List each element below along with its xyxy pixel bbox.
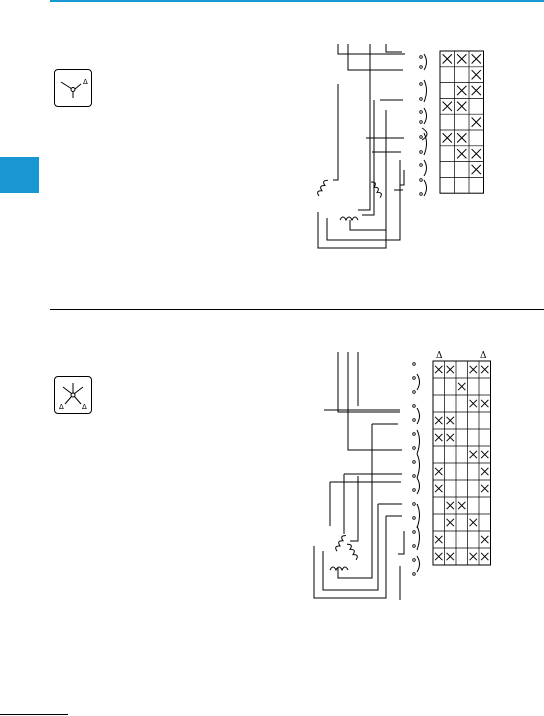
- contact-closed-mark: [481, 400, 488, 407]
- contact-closed-mark: [472, 149, 481, 158]
- contact-closed-mark: [435, 468, 442, 475]
- contact-closed-mark: [447, 502, 454, 509]
- contact-closed-mark: [470, 451, 477, 458]
- header-delta-left: Δ: [436, 351, 443, 361]
- contact-closed-mark: [435, 485, 442, 492]
- switch-contacts-1: [420, 56, 423, 196]
- contact-closed-mark: [472, 117, 481, 126]
- switch-contacts-2: [413, 363, 416, 576]
- star-delta-switch-symbol: Δ Δ: [54, 376, 92, 414]
- contact-closed-mark: [435, 553, 442, 560]
- delta-symbol: Δ: [83, 78, 88, 86]
- contact-closed-mark: [457, 149, 466, 158]
- contact-closed-mark: [443, 54, 452, 63]
- wiring-diagram-2-svg: Δ Δ: [290, 346, 500, 606]
- footnote-rule: [0, 714, 68, 715]
- contact-closed-mark: [472, 165, 481, 174]
- switch-cam-curves-1: [422, 54, 427, 196]
- top-rule: [50, 0, 544, 2]
- star-delta-switch-icon: Δ Δ: [55, 377, 91, 413]
- contact-closed-mark: [470, 519, 477, 526]
- section-tab-marker: [0, 157, 39, 193]
- contact-closed-mark: [481, 468, 488, 475]
- switching-program-grid-2: [433, 361, 491, 565]
- wiring-diagram-2: Δ Δ: [290, 346, 500, 606]
- contact-closed-mark: [458, 502, 465, 509]
- contact-closed-mark: [470, 400, 477, 407]
- grid-border: [440, 51, 484, 193]
- contact-closed-mark: [472, 86, 481, 95]
- contact-closed-mark: [435, 434, 442, 441]
- contact-closed-mark: [447, 434, 454, 441]
- contact-closed-mark: [447, 417, 454, 424]
- contact-closed-mark: [435, 366, 442, 373]
- contact-closed-mark: [458, 383, 465, 390]
- contact-closed-mark: [470, 366, 477, 373]
- wiring-diagram-1: [290, 40, 490, 255]
- contact-closed-mark: [447, 519, 454, 526]
- contact-closed-mark: [457, 133, 466, 142]
- delta-symbol-left: Δ: [59, 403, 64, 411]
- contact-closed-mark: [481, 451, 488, 458]
- contact-closed-mark: [457, 54, 466, 63]
- switch-cam-curves-2: [417, 374, 420, 572]
- contact-closed-mark: [481, 536, 488, 543]
- contact-closed-mark: [447, 366, 454, 373]
- contact-closed-mark: [443, 102, 452, 111]
- star-switch-icon: Δ: [55, 70, 91, 106]
- header-delta-right: Δ: [480, 351, 487, 361]
- contact-closed-mark: [457, 86, 466, 95]
- contact-closed-mark: [470, 553, 477, 560]
- contact-closed-mark: [481, 553, 488, 560]
- contact-closed-mark: [443, 133, 452, 142]
- contact-closed-mark: [481, 485, 488, 492]
- contact-closed-mark: [472, 70, 481, 79]
- contact-closed-mark: [447, 553, 454, 560]
- contact-closed-mark: [435, 536, 442, 543]
- switching-program-grid-1: [440, 51, 484, 193]
- contact-closed-mark: [481, 366, 488, 373]
- star-switch-symbol: Δ: [54, 69, 92, 107]
- contact-closed-mark: [457, 102, 466, 111]
- contact-closed-mark: [435, 417, 442, 424]
- contact-closed-mark: [472, 54, 481, 63]
- delta-symbol-right: Δ: [82, 403, 87, 411]
- wiring-diagram-1-svg: [290, 40, 490, 255]
- section-divider: [50, 309, 544, 310]
